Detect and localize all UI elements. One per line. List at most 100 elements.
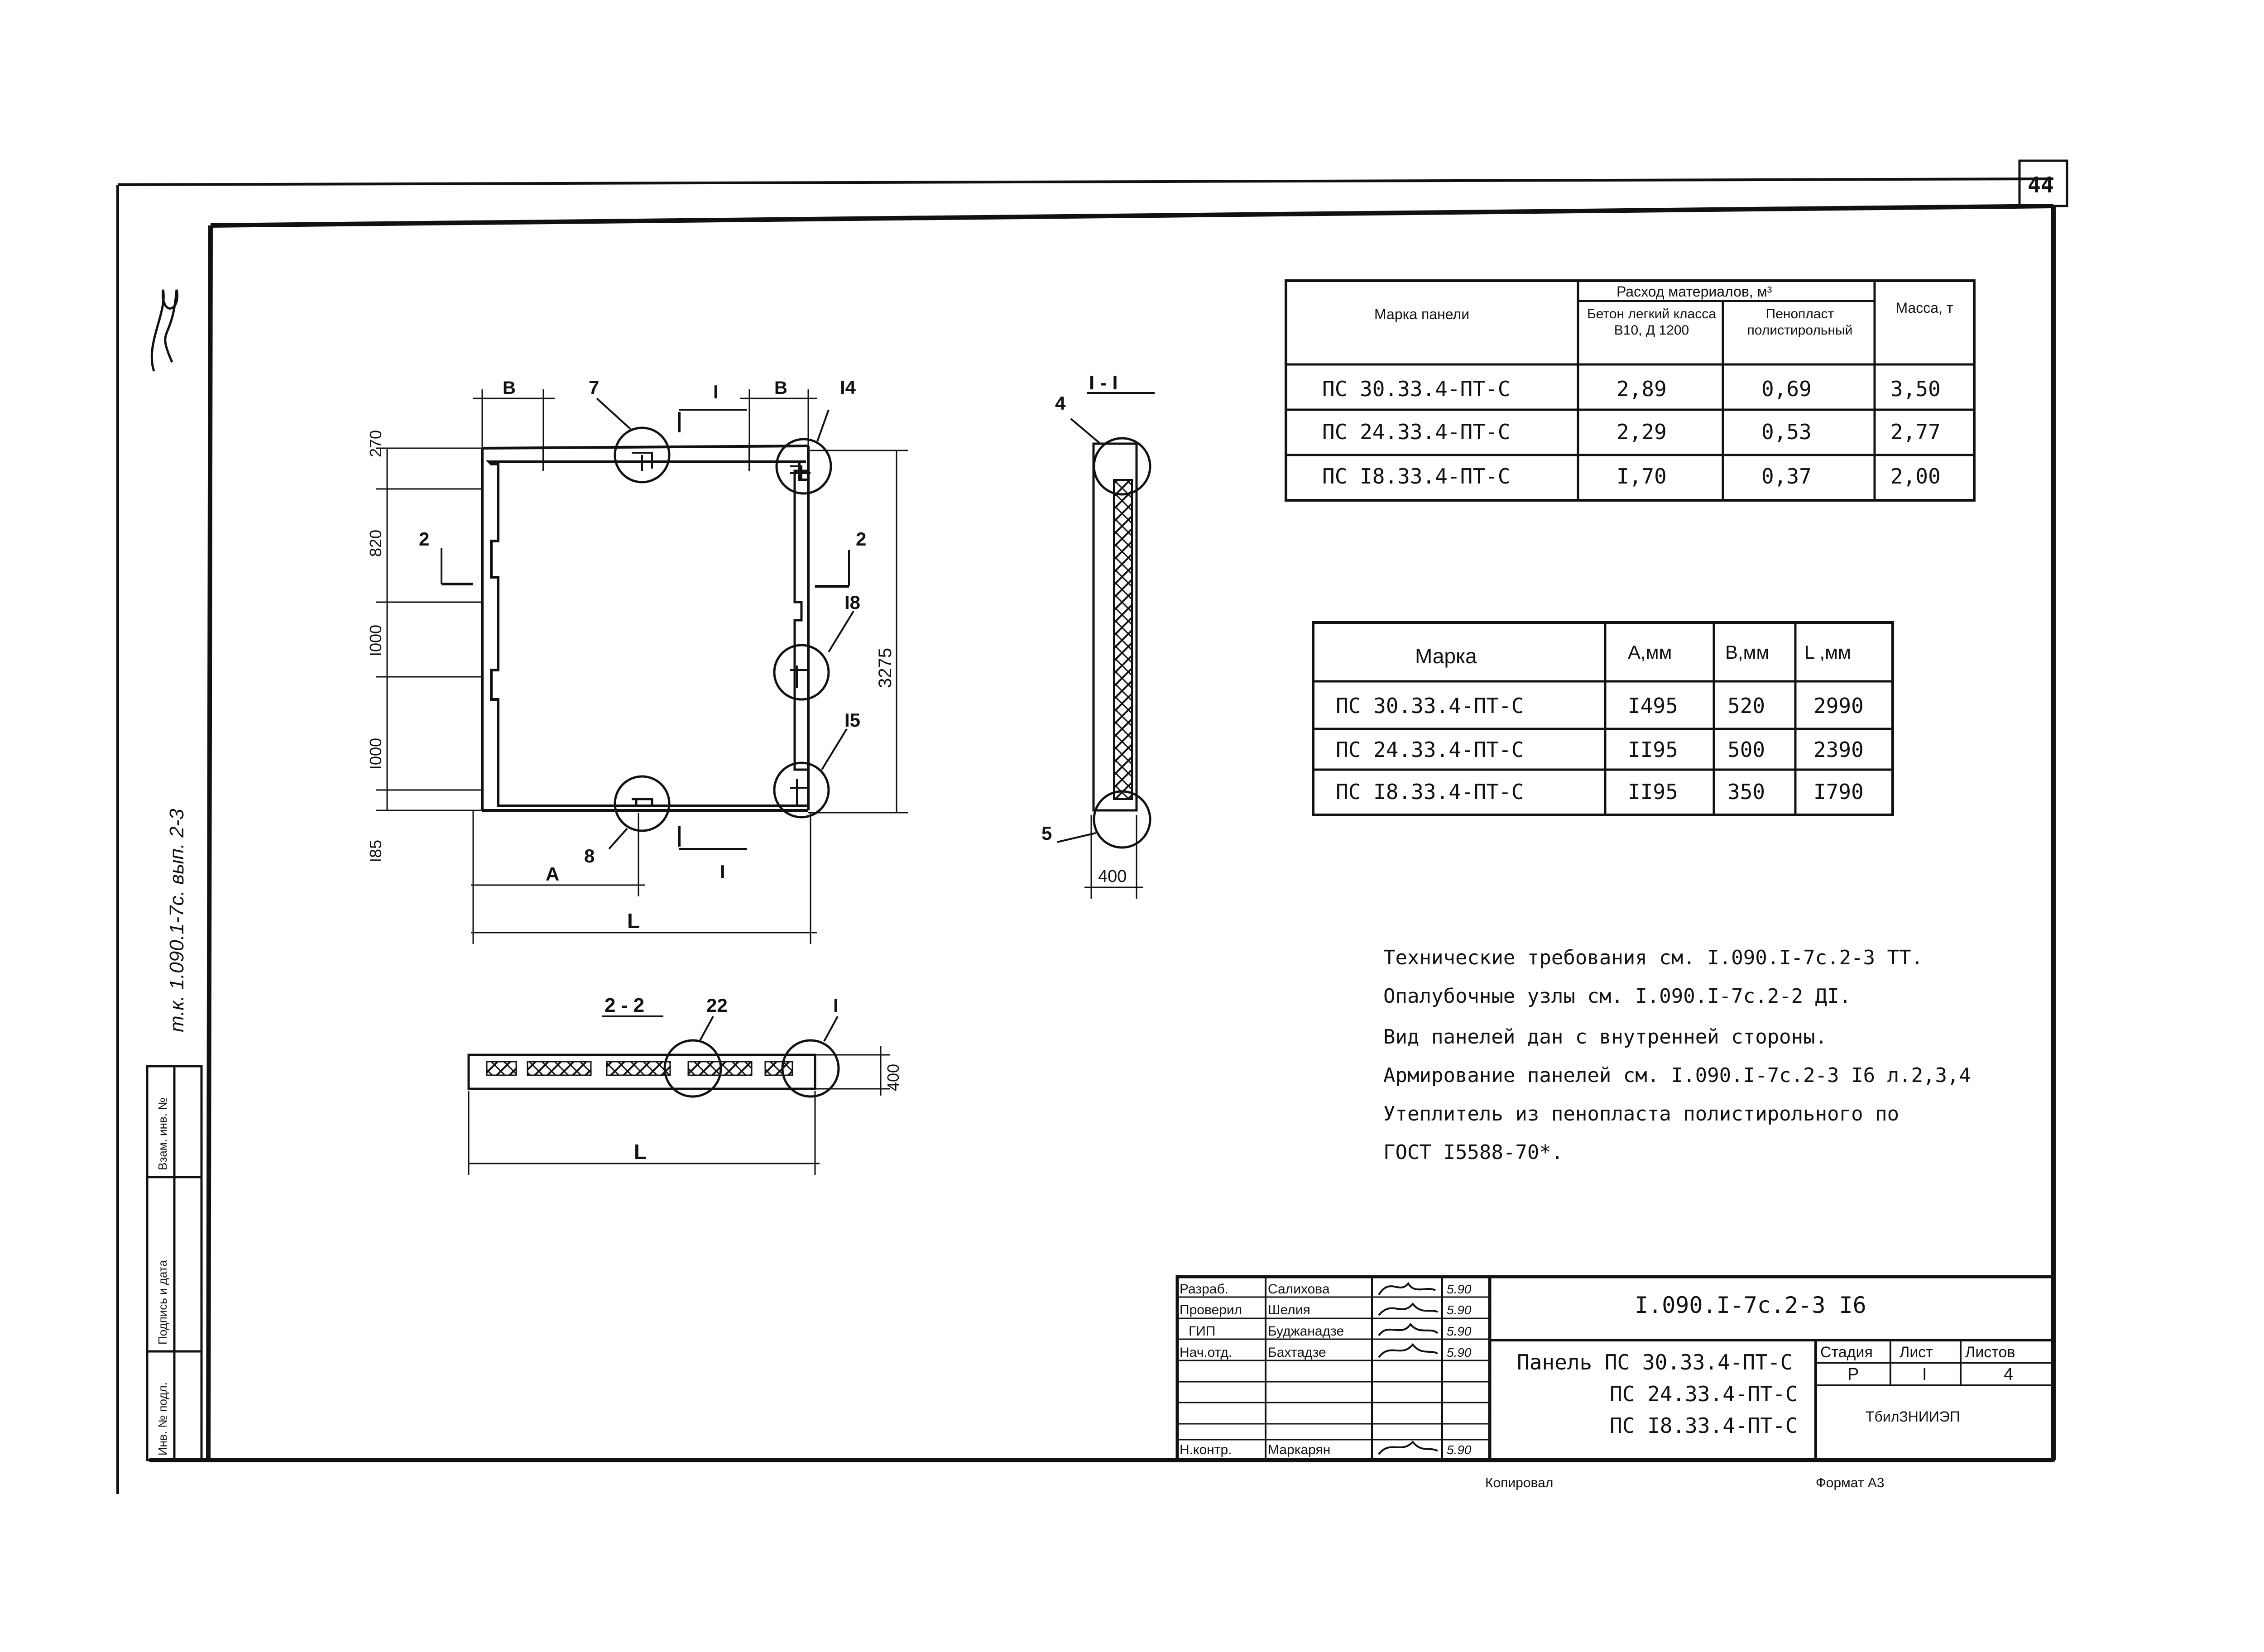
dims-table	[1312, 621, 1894, 816]
dims-row-mark: ПС 30.33.4-ПТ-С	[1336, 694, 1524, 718]
copied-label: Копировал	[1485, 1475, 1553, 1490]
elev-callout-15: I5	[844, 709, 860, 731]
materials-row-mark: ПС 24.33.4-ПТ-С	[1322, 420, 1510, 444]
title-signatures: Разраб. Проверил ГИП Нач.отд. Н.контр. С…	[1180, 1282, 1472, 1457]
section-2-title: 2 - 2	[604, 994, 644, 1016]
section-1-callout-4: 4	[1055, 393, 1066, 414]
title-date: 5.90	[1447, 1346, 1472, 1360]
elev-dim-1000b: I000	[366, 738, 385, 770]
elev-dim-l: L	[627, 909, 640, 933]
dims-col-b: В,мм	[1725, 642, 1769, 663]
title-sheets-label: Листов	[1965, 1344, 2015, 1361]
title-panel-name-2: ПС 24.33.4-ПТ-С	[1610, 1382, 1798, 1406]
materials-row-concrete: I,70	[1616, 464, 1667, 488]
elev-dim-185: I85	[366, 840, 385, 862]
dims-col-a: А,мм	[1628, 642, 1672, 663]
title-stage-value: Р	[1847, 1365, 1859, 1384]
title-role: Разраб.	[1180, 1282, 1228, 1297]
panel-elevation	[376, 389, 908, 944]
side-stamp-vzam: Взам. инв. №	[156, 1097, 169, 1170]
format-label: Формат А3	[1816, 1475, 1885, 1490]
materials-row-foam: 0,37	[1761, 464, 1812, 488]
section-2-callout-1: I	[833, 995, 839, 1016]
dims-row: ПС 30.33.4-ПТ-С I495 520 2990	[1336, 694, 1864, 718]
title-role: Н.контр.	[1180, 1442, 1232, 1457]
elev-sec2-right: 2	[856, 528, 866, 550]
materials-row: ПС 24.33.4-ПТ-С 2,29 0,53 2,77	[1322, 420, 1941, 444]
side-stamp-inv: Инв. № подл.	[156, 1382, 169, 1456]
section-2-2	[467, 1015, 890, 1175]
elev-dim-3275: 3275	[875, 648, 895, 688]
section-1-callout-5: 5	[1041, 823, 1052, 844]
elev-dim-1000a: I000	[366, 625, 385, 656]
title-panel-name-3: ПС I8.33.4-ПТ-С	[1610, 1413, 1798, 1438]
title-role: Нач.отд.	[1180, 1345, 1232, 1360]
title-sheet-label: Лист	[1899, 1344, 1933, 1361]
note-line: Армирование панелей см. I.090.I-7с.2-3 I…	[1383, 1064, 1971, 1087]
dims-row-a: II95	[1628, 780, 1678, 804]
title-name: Маркарян	[1268, 1442, 1330, 1457]
title-sheet-value: I	[1922, 1365, 1927, 1384]
dims-row-l: 2390	[1813, 737, 1864, 762]
materials-table	[1285, 279, 1976, 502]
elev-sec2-left: 2	[419, 528, 429, 550]
margin-signature	[150, 289, 178, 372]
materials-col-group: Расход материалов, м³	[1616, 283, 1772, 300]
dims-row-a: II95	[1628, 737, 1678, 762]
handwritten-signatures	[1378, 1282, 1439, 1455]
section-1-dim-400: 400	[1098, 867, 1127, 886]
materials-row-mark: ПС 30.33.4-ПТ-С	[1322, 377, 1510, 401]
section-2-dim-400: 400	[884, 1064, 902, 1091]
dims-row-l: I790	[1813, 780, 1864, 804]
materials-col-mass: Масса, т	[1895, 300, 1953, 316]
title-date: 5.90	[1447, 1282, 1472, 1296]
dims-row-b: 520	[1727, 694, 1765, 718]
title-name: Буджанадзе	[1268, 1324, 1344, 1339]
materials-row-concrete: 2,89	[1616, 377, 1667, 401]
notes-block: Технические требования см. I.090.I-7с.2-…	[1383, 946, 1971, 1164]
note-line: Технические требования см. I.090.I-7с.2-…	[1383, 946, 1923, 969]
elev-dim-b2: В	[774, 378, 787, 398]
elev-dim-b1: В	[503, 378, 516, 398]
section-1-1	[1057, 392, 1155, 899]
dims-row: ПС 24.33.4-ПТ-С II95 500 2390	[1336, 737, 1864, 762]
title-date: 5.90	[1447, 1443, 1472, 1457]
title-date: 5.90	[1447, 1324, 1472, 1338]
materials-row-mass: 3,50	[1890, 377, 1941, 401]
dims-row-l: 2990	[1813, 694, 1864, 718]
title-sheets-value: 4	[2004, 1365, 2013, 1384]
title-doc-code: I.090.I-7с.2-3 I6	[1635, 1292, 1866, 1318]
dims-row-b: 500	[1727, 737, 1765, 762]
side-stamp-podpis: Подпись и дата	[156, 1259, 169, 1345]
dims-row: ПС I8.33.4-ПТ-С II95 350 I790	[1336, 780, 1864, 804]
note-line: Опалубочные узлы см. I.090.I-7с.2-2 ДI.	[1383, 985, 1851, 1008]
title-name: Бахтадзе	[1268, 1345, 1326, 1360]
elev-dim-a: А	[546, 863, 559, 885]
elev-callout-8: 8	[584, 845, 595, 867]
note-line: Вид панелей дан с внутренней стороны.	[1383, 1025, 1827, 1049]
materials-row-mark: ПС I8.33.4-ПТ-С	[1322, 464, 1510, 488]
title-name: Шелия	[1268, 1302, 1310, 1317]
dims-row-b: 350	[1727, 780, 1765, 804]
title-name: Салихова	[1268, 1282, 1330, 1297]
materials-row-mass: 2,00	[1890, 464, 1941, 488]
materials-col-foam: Пенопласт полистирольный	[1747, 306, 1853, 338]
materials-row-foam: 0,69	[1761, 377, 1812, 401]
materials-row-foam: 0,53	[1761, 420, 1812, 444]
title-role: ГИП	[1189, 1324, 1215, 1339]
elev-dim-820: 820	[366, 530, 385, 557]
elev-callout-7: 7	[589, 377, 599, 398]
materials-row: ПС 30.33.4-ПТ-С 2,89 0,69 3,50	[1322, 377, 1941, 401]
title-date: 5.90	[1447, 1303, 1472, 1317]
dims-col-l: L ,мм	[1804, 642, 1851, 663]
section-1-title: I - I	[1089, 372, 1118, 394]
elev-section-i-bottom: I	[720, 861, 725, 882]
note-line: Утеплитель из пенопласта полистирольного…	[1383, 1102, 1899, 1125]
title-stage-label: Стадия	[1820, 1344, 1873, 1361]
elev-dim-270: 270	[366, 430, 385, 457]
dims-row-mark: ПС I8.33.4-ПТ-С	[1336, 780, 1524, 804]
title-panel-name-1: Панель ПС 30.33.4-ПТ-С	[1517, 1350, 1793, 1374]
section-2-callout-22: 22	[706, 995, 728, 1016]
materials-col-concrete: Бетон легкий класса В10, Д 1200	[1587, 306, 1716, 338]
margin-reference: т.к. 1.090.1-7с. вып. 2-3	[166, 809, 188, 1032]
